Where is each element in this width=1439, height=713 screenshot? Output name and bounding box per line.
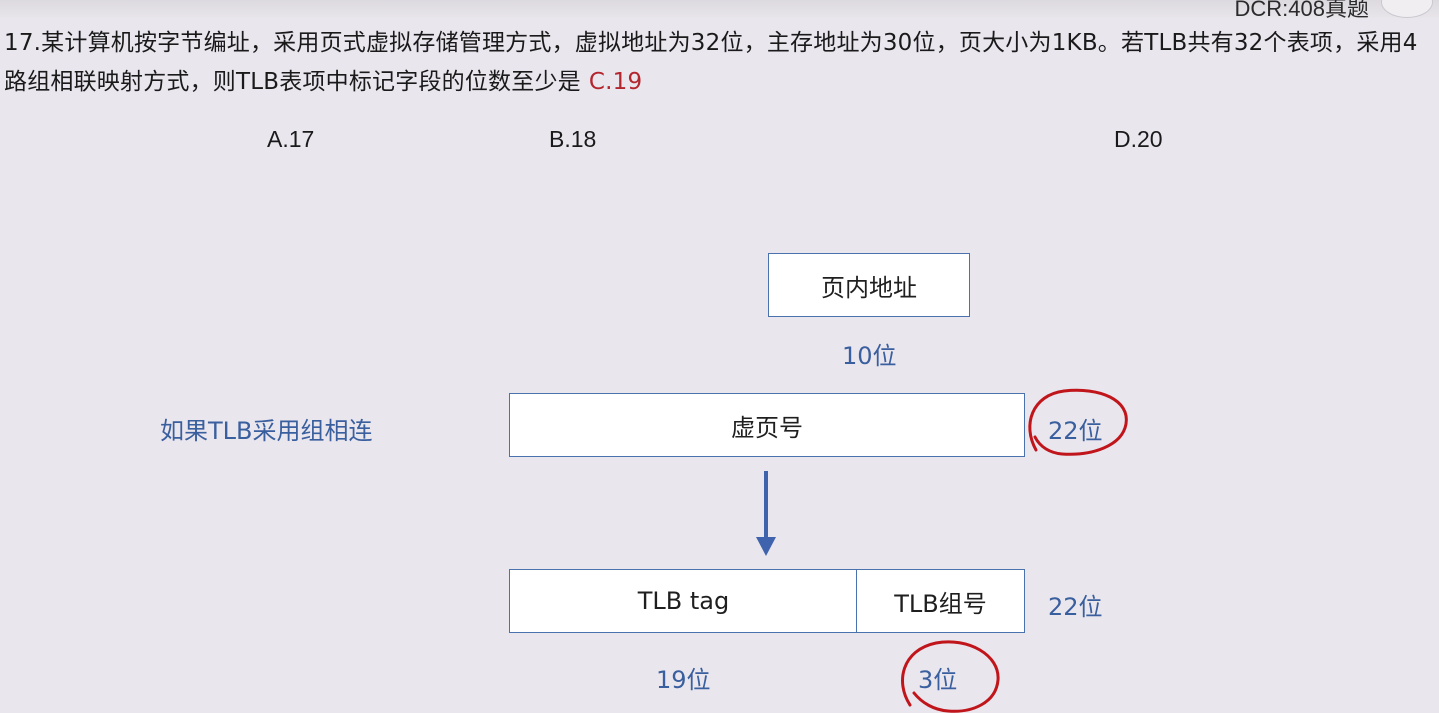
page-offset-label: 页内地址 — [821, 273, 917, 302]
page-offset-bits: 10位 — [842, 342, 897, 370]
question-text: 17.某计算机按字节编址，采用页式虚拟存储管理方式，虚拟地址为32位，主存地址为… — [4, 24, 1434, 102]
tlb-set-index-label: TLB组号 — [894, 589, 987, 618]
virtual-page-number-box: 虚页号 — [509, 393, 1025, 457]
total-bits: 22位 — [1048, 593, 1103, 621]
header-title: DCR:408真题 — [1234, 0, 1369, 21]
question-body: 17.某计算机按字节编址，采用页式虚拟存储管理方式，虚拟地址为32位，主存地址为… — [4, 30, 1418, 95]
set-associative-note: 如果TLB采用组相连 — [160, 417, 373, 445]
virtual-page-number-label: 虚页号 — [731, 413, 803, 442]
avatar — [1381, 0, 1433, 18]
tlb-tag-box: TLB tag — [509, 569, 858, 633]
tlb-set-index-box: TLB组号 — [856, 569, 1025, 633]
answer-text: C.19 — [588, 69, 643, 95]
vpn-bits: 22位 — [1048, 417, 1103, 445]
tlb-set-bits: 3位 — [918, 666, 958, 694]
option-b: B.18 — [549, 126, 597, 152]
option-a: A.17 — [267, 126, 315, 152]
down-arrow-icon — [756, 471, 776, 556]
page-offset-box: 页内地址 — [768, 253, 970, 317]
option-d: D.20 — [1114, 126, 1163, 152]
tlb-tag-bits: 19位 — [656, 666, 711, 694]
tlb-tag-label: TLB tag — [637, 587, 730, 615]
top-strip: DCR:408真题 — [0, 0, 1439, 21]
